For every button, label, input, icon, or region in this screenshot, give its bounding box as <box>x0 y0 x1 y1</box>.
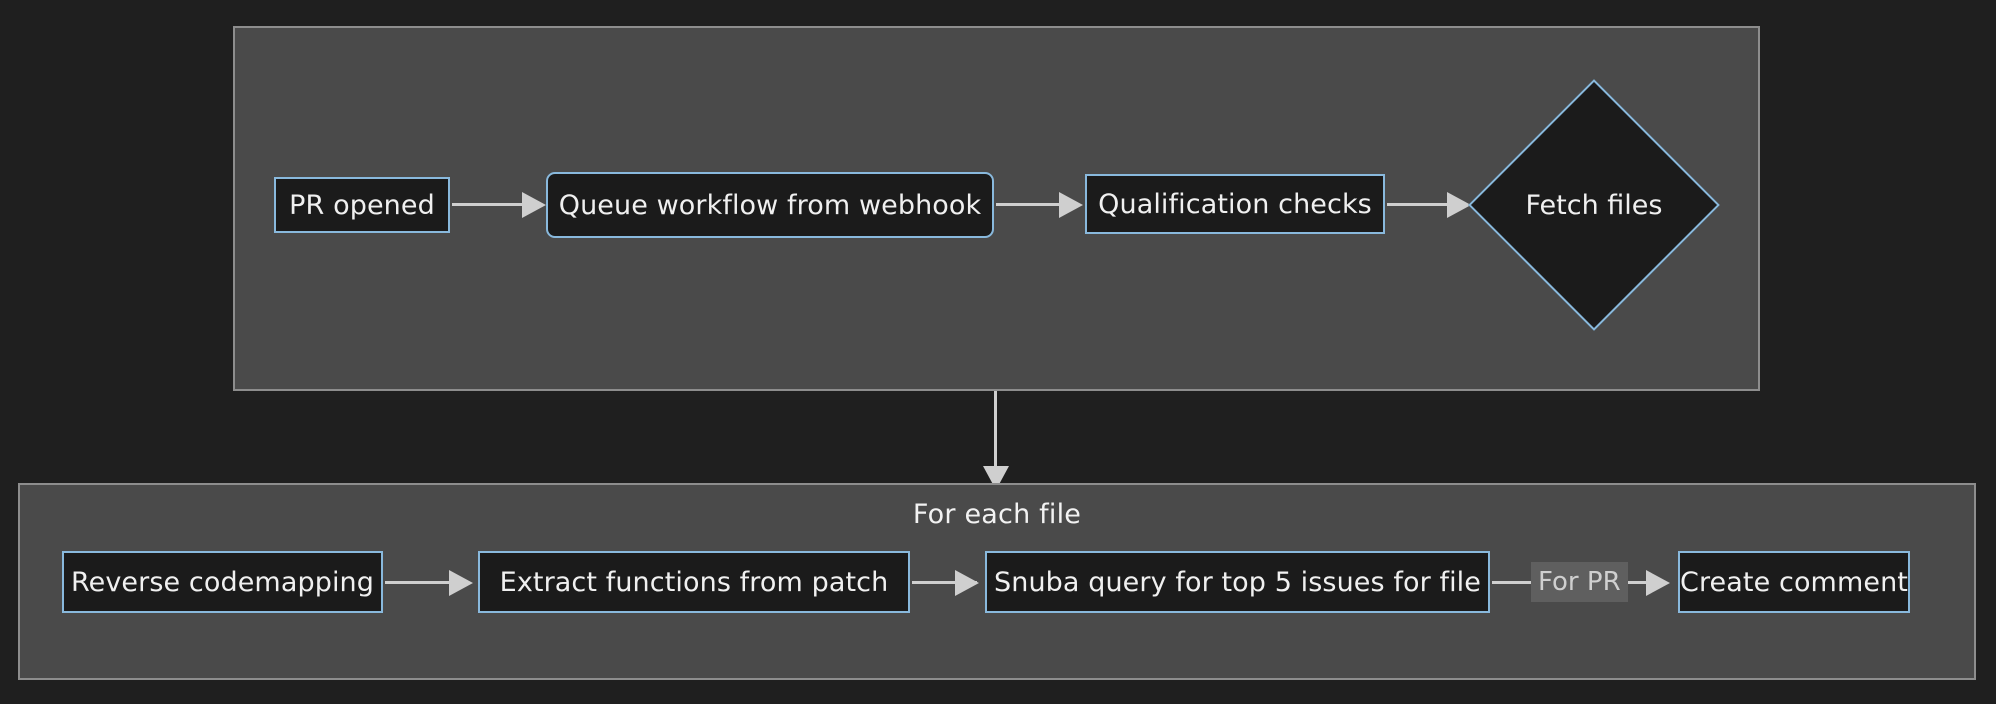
node-pr-opened-label: PR opened <box>289 189 435 221</box>
arrowhead-to-extract-functions <box>449 570 473 596</box>
node-reverse-codemapping-label: Reverse codemapping <box>71 566 374 598</box>
node-qualification-checks-label: Qualification checks <box>1098 188 1372 220</box>
node-queue-workflow-label: Queue workflow from webhook <box>558 189 982 221</box>
edge-queue-workflow-to-qualification-checks <box>996 203 1061 206</box>
node-reverse-codemapping[interactable]: Reverse codemapping <box>62 551 383 613</box>
node-queue-workflow[interactable]: Queue workflow from webhook <box>546 172 994 238</box>
edge-pr-opened-to-queue-workflow <box>452 203 524 206</box>
edge-top-subgraph-to-bottom-subgraph <box>994 391 997 471</box>
node-fetch-files-label: Fetch files <box>1525 189 1663 221</box>
arrowhead-to-snuba-query <box>955 570 979 596</box>
node-snuba-query[interactable]: Snuba query for top 5 issues for file <box>985 551 1490 613</box>
arrowhead-to-queue-workflow <box>522 192 546 218</box>
edge-extract-functions-to-snuba-query <box>912 581 977 584</box>
node-pr-opened[interactable]: PR opened <box>274 177 450 233</box>
node-extract-functions-label: Extract functions from patch <box>499 566 889 598</box>
node-fetch-files[interactable]: Fetch files <box>1468 79 1720 331</box>
node-extract-functions[interactable]: Extract functions from patch <box>478 551 910 613</box>
subgraph-bottom-title: For each file <box>912 499 1082 530</box>
edge-reverse-codemapping-to-extract-functions <box>385 581 451 584</box>
edge-qualification-checks-to-fetch-files <box>1387 203 1449 206</box>
node-create-comment[interactable]: Create comment <box>1678 551 1910 613</box>
node-qualification-checks[interactable]: Qualification checks <box>1085 174 1385 234</box>
arrowhead-to-qualification-checks <box>1059 192 1083 218</box>
node-create-comment-label: Create comment <box>1680 566 1908 598</box>
node-snuba-query-label: Snuba query for top 5 issues for file <box>994 566 1481 598</box>
edge-label-for-pr: For PR <box>1531 562 1628 602</box>
arrowhead-to-create-comment <box>1646 570 1670 596</box>
arrowhead-to-fetch-files <box>1447 192 1471 218</box>
